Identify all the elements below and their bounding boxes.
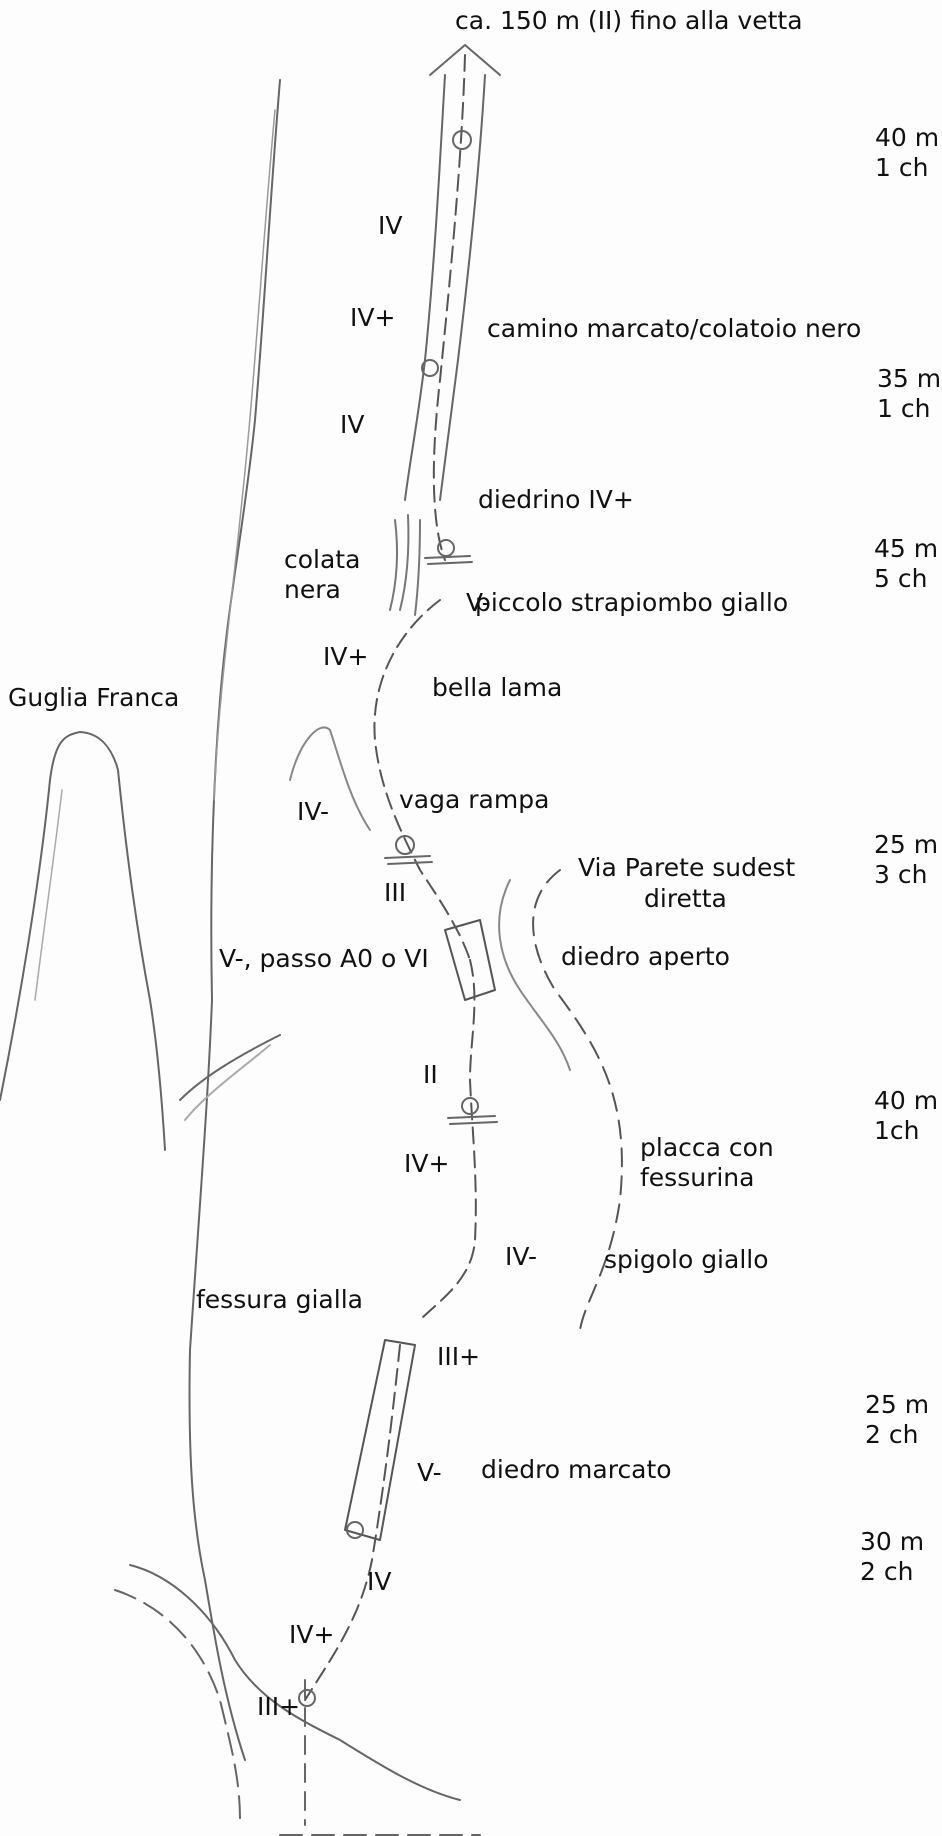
pitch-belays: 3 ch (874, 860, 938, 890)
rock-branch-2 (185, 1045, 270, 1120)
diedro-aperto-outline (499, 880, 570, 1070)
pitch-length: 25 m (865, 1390, 929, 1420)
grade-label: III+ (437, 1342, 480, 1372)
grade-label: IV+ (289, 1620, 334, 1650)
fessura-label: fessura gialla (196, 1285, 363, 1315)
summit-note: ca. 150 m (II) fino alla vetta (455, 6, 803, 36)
pitch-info: 40 m 1ch (874, 1086, 938, 1146)
pitch-info: 40 m 1 ch (875, 123, 939, 183)
pitch-belays: 1 ch (877, 394, 941, 424)
pitch-info: 35 m 1 ch (877, 364, 941, 424)
grade-label: V- (466, 588, 491, 618)
colata-label-2: nera (284, 575, 341, 605)
chimney-wall-left (405, 75, 445, 500)
pitch-info: 45 m 5 ch (874, 534, 938, 594)
strapiombo-label: piccolo strapiombo giallo (475, 588, 788, 618)
pitch-length: 30 m (860, 1527, 924, 1557)
grade-label: V- (417, 1458, 442, 1488)
pitch-length: 40 m (875, 123, 939, 153)
pitch-info: 25 m 2 ch (865, 1390, 929, 1450)
passo-label: V-, passo A0 o VI (219, 944, 429, 974)
grade-label: IV (367, 1567, 391, 1597)
guglia-franca-inner-line (35, 790, 62, 1000)
guglia-franca-outline (0, 732, 165, 1150)
spigolo-label: spigolo giallo (604, 1245, 769, 1275)
rock-branch (180, 1035, 280, 1100)
camino-label: camino marcato/colatoio nero (487, 314, 861, 344)
grade-label: III (384, 878, 406, 908)
grade-label: IV (378, 211, 402, 241)
placca-label-1: placca con (640, 1133, 774, 1163)
grade-label: IV+ (404, 1149, 449, 1179)
pitch-length: 45 m (874, 534, 938, 564)
grade-label: III+ (257, 1692, 300, 1722)
belay-station (347, 1522, 363, 1538)
pitch-length: 25 m (874, 830, 938, 860)
diedro-marcato-label: diedro marcato (481, 1455, 672, 1485)
guglia-franca-label: Guglia Franca (8, 683, 179, 713)
pitch-belays: 1 ch (875, 153, 939, 183)
placca-label-2: fessurina (640, 1163, 754, 1193)
grade-label: IV (340, 410, 364, 440)
diedro-aperto-label: diedro aperto (561, 942, 730, 972)
bella-lama-label: bella lama (432, 673, 562, 703)
grade-label: IV+ (323, 642, 368, 672)
grade-label: IV- (505, 1242, 537, 1272)
pitch-belays: 5 ch (874, 564, 938, 594)
pitch-belays: 2 ch (865, 1420, 929, 1450)
route-line-lower-middle (420, 960, 476, 1320)
grade-label: IV- (297, 797, 329, 827)
grade-label: II (423, 1060, 438, 1090)
rock-edge-line (190, 80, 280, 1760)
colata-label-1: colata (284, 545, 360, 575)
colata-lines (390, 515, 420, 615)
chimney-wall-right (440, 75, 485, 500)
via-parete-label-2: diretta (644, 884, 727, 914)
pitch-length: 35 m (877, 364, 941, 394)
grade-label: IV+ (350, 303, 395, 333)
pitch-length: 40 m (874, 1086, 938, 1116)
diedrino-label: diedrino IV+ (478, 485, 634, 515)
vaga-rampa-label: vaga rampa (399, 785, 549, 815)
pitch-belays: 2 ch (860, 1557, 924, 1587)
diedro-marcato-box (345, 1340, 415, 1540)
pitch-info: 30 m 2 ch (860, 1527, 924, 1587)
via-parete-label-1: Via Parete sudest (578, 853, 795, 883)
rock-edge-line-2 (214, 110, 275, 800)
pitch-belays: 1ch (874, 1116, 938, 1146)
pitch-info: 25 m 3 ch (874, 830, 938, 890)
base-line (130, 1565, 460, 1800)
belay-station (462, 1098, 478, 1114)
